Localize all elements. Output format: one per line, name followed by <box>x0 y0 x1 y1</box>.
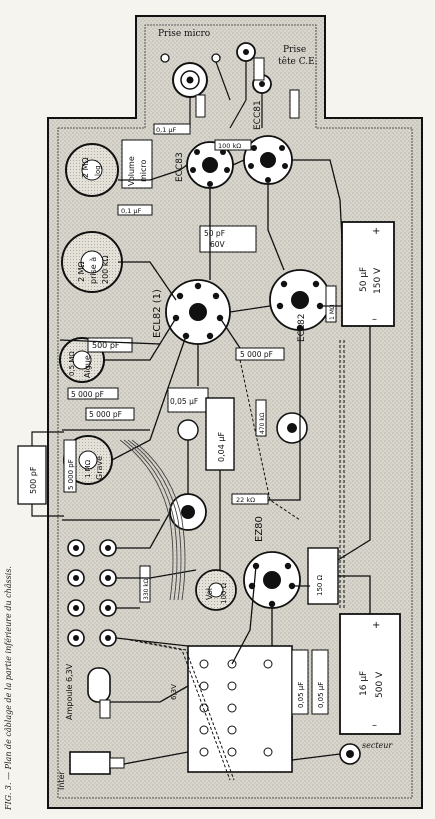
elec-16uf <box>339 613 401 735</box>
power-switch <box>69 751 125 775</box>
tube-ez80 <box>243 551 301 609</box>
elec-50uf <box>341 221 395 327</box>
mains-grommet <box>339 743 361 765</box>
tube-ecl82-1 <box>165 279 231 345</box>
cap-01uf: 0,1 µF <box>121 207 142 215</box>
pot-vol-100 <box>195 569 237 611</box>
pot2-tap-value: 200 kΩ <box>101 255 110 284</box>
ez80-label: EZ80 <box>254 516 265 542</box>
elec16-plus: + <box>372 620 380 631</box>
v63-label: 6,3V <box>170 684 178 700</box>
pot2-value: 2 MΩ <box>77 261 86 282</box>
cap-5000pf-low: 5 000 pF <box>89 410 122 419</box>
cap-5000pf-ecl: 5 000 pF <box>240 350 273 359</box>
elec50-plus: + <box>372 226 380 237</box>
cap-005uf: 0,05 µF <box>170 397 198 406</box>
input-jacks <box>67 539 117 647</box>
aigue-value: 0,5 MΩ <box>68 351 76 376</box>
aigue-label: Aigue <box>83 355 92 378</box>
res-150: 150 Ω <box>316 574 324 596</box>
volume-label: Volume <box>127 156 136 186</box>
cap-500pf-aigue: 500 pF <box>92 341 120 350</box>
cap-50pf-voltage: 60V <box>210 240 226 249</box>
pilot-lamp <box>87 667 111 719</box>
heater-wires <box>129 340 345 781</box>
secteur-label: secteur <box>362 741 393 750</box>
cap-5000pf-aigue: 5 000 pF <box>71 390 104 399</box>
pot1-taper: log <box>94 165 102 176</box>
elec50-minus: – <box>372 314 377 325</box>
figure-caption: FIG. 3. — Plan de câblage de la partie i… <box>4 566 13 810</box>
cap-01uf-b: 0,1 µF <box>156 126 177 134</box>
socket-hv <box>169 493 207 531</box>
elec16-voltage: 500 V <box>375 671 385 698</box>
cap-50pf: 50 pF <box>204 229 225 238</box>
micro-socket <box>172 62 208 98</box>
prise-micro-label: Prise micro <box>158 29 210 39</box>
res-1m: 1 MΩ <box>329 304 336 320</box>
vol-value: 100 Ω <box>220 582 228 604</box>
cap-005uf-b: 0,05 µF <box>297 682 305 708</box>
micro-label: micro <box>139 159 148 182</box>
res-330k: 330 kΩ <box>143 578 150 600</box>
res-100k: 100 kΩ <box>218 142 241 150</box>
cap-5000pf-grave: 5 000 pF <box>67 459 75 490</box>
pot-2meg-tap <box>61 231 123 293</box>
elec50-value: 50 µF <box>359 267 369 292</box>
shield-bundle <box>119 439 186 601</box>
prise-tete-label: Prise <box>283 45 306 55</box>
res-470k: 470 kΩ <box>259 412 266 434</box>
tete-socket <box>236 42 272 94</box>
cap-500pf-external: 500 pF <box>29 466 38 494</box>
chassis-hole <box>177 419 199 441</box>
grave-label: Grave <box>95 456 104 480</box>
ecc83-label: ECC83 <box>175 152 185 182</box>
elec16-minus: – <box>372 720 377 731</box>
res-22k: 22 kΩ <box>236 496 255 504</box>
grave-value: 1 MΩ <box>84 459 92 478</box>
ecl82-2-label: ECL82 <box>297 314 307 342</box>
inter-label: Inter <box>57 771 66 790</box>
pot1-value: 2 MΩ <box>81 157 90 178</box>
ecc81-label: ECC81 <box>253 100 263 130</box>
ecl82-1-label: ECL82 (1) <box>152 289 163 338</box>
pot-volume-micro <box>65 143 119 197</box>
cap-005uf-c: 0,05 µF <box>317 682 325 708</box>
elec50-voltage: 150 V <box>373 267 383 294</box>
pot-small <box>276 412 308 444</box>
cap-004uf: 0,04 µF <box>217 432 226 462</box>
prise-tete-label2: tête C.E. <box>278 56 318 67</box>
terminal-strip <box>187 645 293 773</box>
ampoule-label: Ampoule 6,3V <box>65 663 74 720</box>
vol-label: Vol <box>205 588 214 600</box>
wiring <box>59 159 371 765</box>
elec16-value: 16 µF <box>359 671 369 696</box>
pot2-tap: prise à <box>89 257 98 284</box>
